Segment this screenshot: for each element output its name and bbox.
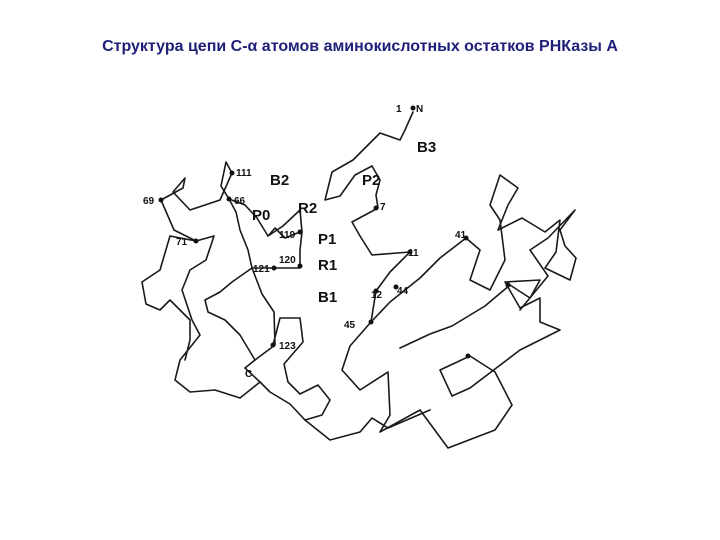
backbone-segment-119 [267,227,301,239]
site-label-p0: P0 [252,207,270,224]
residue-dot-n-term [410,105,416,111]
residue-markers [158,105,511,359]
backbone-segment-upper-left [204,198,256,361]
backbone-segment-n-terminal [324,111,561,449]
residue-label-44: 44 [397,286,409,297]
residue-dot-119 [297,229,303,235]
residue-label-n-term: 1 [396,104,402,115]
residue-label-120: 120 [279,255,296,266]
site-label-p1: P1 [318,231,336,248]
residue-label-66: 66 [234,196,246,207]
residue-label-n-letter: N [416,104,423,115]
site-label-b1: B1 [318,289,337,306]
site-label-r1: R1 [318,257,337,274]
residue-dot-b [465,353,471,359]
residue-label-71: 71 [176,237,188,248]
residue-dot-45 [368,319,374,325]
residue-label-69: 69 [143,196,155,207]
residue-dot-120 [297,263,303,269]
residue-labels: 1 N 111 69 66 71 119 120 121 123 C 7 11 … [143,104,467,380]
residue-label-45: 45 [344,320,356,331]
site-label-r2: R2 [298,200,317,217]
residue-label-c-term: C [245,369,252,380]
slide-title: Структура цепи С-α атомов аминокислотных… [102,38,618,55]
backbone-segment-left-sheet [141,235,197,361]
residue-dot-111 [229,170,235,176]
residue-dot-123 [270,342,276,348]
residue-label-119: 119 [279,230,296,241]
residue-dot-11 [407,249,413,255]
residue-dot-121 [271,265,277,271]
backbone-segment-loop-71 [160,199,261,399]
residue-label-121: 121 [253,264,270,275]
backbone-segment-loop-69 [160,172,233,211]
backbone-segment-core [370,174,577,323]
residue-dot-66 [226,196,232,202]
site-label-b2: B2 [270,172,289,189]
residue-dot-7 [373,205,379,211]
residue-dot-a [505,282,511,288]
backbone-segment-bottom [304,409,431,441]
residue-label-41: 41 [455,230,467,241]
residue-label-12: 12 [371,290,383,301]
residue-label-11: 11 [408,248,419,259]
residue-dot-71 [193,238,199,244]
site-label-b3: B3 [417,139,436,156]
residue-label-111: 111 [236,168,252,179]
site-labels: B3 B2 P2 P0 R2 P1 R1 B1 [252,139,436,306]
residue-label-123: 123 [279,341,296,352]
residue-dot-41 [463,235,469,241]
backbone-trace [141,111,577,449]
residue-dot-12 [373,288,379,294]
site-label-p2: P2 [362,172,380,189]
residue-dot-44 [393,284,399,290]
residue-dot-69 [158,197,164,203]
residue-label-7: 7 [380,202,386,213]
